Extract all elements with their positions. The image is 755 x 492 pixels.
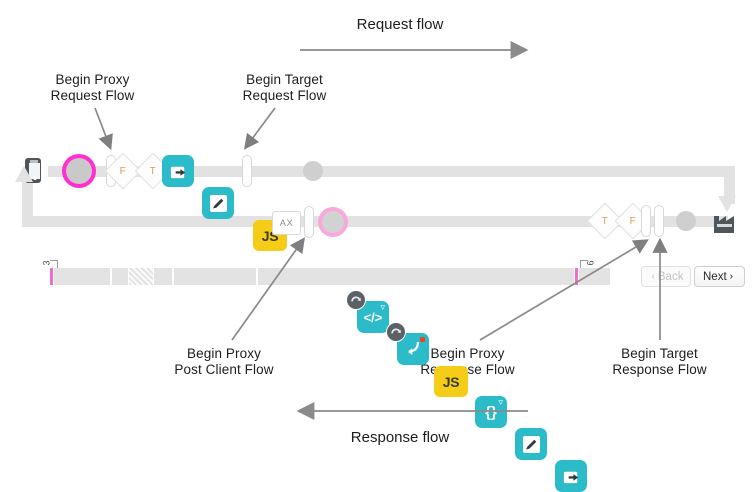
pencil-icon-2	[522, 435, 540, 453]
error-dot-icon	[420, 337, 425, 342]
pencil-icon	[209, 194, 227, 212]
chevron-left-icon: ‹	[651, 271, 655, 282]
timeline-segment[interactable]	[154, 268, 172, 285]
pointer-begin-proxy-response-flow	[479, 239, 649, 341]
down-arrow-accent-icon-2: ▿	[498, 397, 503, 407]
policy-json-icon[interactable]: {} ▿	[475, 396, 507, 428]
response-end-dot[interactable]	[676, 211, 696, 231]
request-pipe	[48, 166, 735, 177]
policy-edit-1-icon[interactable]	[202, 187, 234, 219]
reload-badge-icon-2	[386, 322, 406, 342]
timeline-left-marker: 3	[41, 260, 52, 266]
reload-badge-icon	[346, 290, 366, 310]
timeline-segment[interactable]	[579, 268, 610, 285]
arrow-out-of-box-icon-2	[563, 471, 578, 483]
condition-f-1[interactable]: F	[104, 152, 142, 190]
label-begin-target-response-flow: Begin Target Response Flow	[612, 346, 707, 377]
policy-javascript-2-label: JS	[442, 373, 460, 390]
timeline-left-bracket	[50, 260, 58, 268]
policy-edit-2-icon[interactable]	[515, 428, 547, 460]
back-button-label: Back	[657, 270, 684, 283]
label-begin-proxy-post-client-flow: Begin Proxy Post Client Flow	[174, 346, 274, 377]
post-client-ax-box[interactable]: AX	[272, 211, 301, 235]
timeline-segment[interactable]	[129, 268, 153, 285]
request-start-ring[interactable]	[66, 158, 92, 184]
next-button-label: Next	[703, 270, 727, 283]
policy-flow-callout-icon[interactable]	[386, 322, 429, 365]
down-arrow-accent-icon: ▿	[380, 302, 385, 312]
code-brackets-icon: </>	[363, 309, 383, 325]
response-flow-title: Response flow	[350, 429, 450, 446]
response-pipe-elbow	[22, 178, 33, 222]
timeline-right-bracket	[580, 260, 588, 268]
pointer-begin-proxy-post-client-flow	[231, 237, 305, 341]
pointer-begin-target-request-flow	[243, 107, 276, 150]
policy-code-xml-icon[interactable]: </> ▿	[346, 290, 389, 333]
response-start-ring[interactable]	[322, 211, 344, 233]
target-request-flow-bar[interactable]	[242, 155, 252, 187]
request-flow-title: Request flow	[356, 16, 444, 33]
chevron-right-icon: ›	[729, 271, 733, 282]
proxy-response-flow-bar[interactable]	[641, 205, 651, 237]
timeline-segment[interactable]	[112, 268, 128, 285]
condition-f-2-label: F	[629, 215, 637, 227]
target-server-icon	[711, 208, 741, 234]
timeline-segment[interactable]	[174, 268, 256, 285]
diagram-canvas: Request flow Response flow Begin Proxy R…	[15, 16, 745, 492]
request-end-dot[interactable]	[303, 161, 323, 181]
arrow-out-of-box-icon	[170, 166, 185, 178]
curved-return-arrow-icon	[408, 341, 420, 355]
timeline-segment[interactable]	[258, 268, 574, 285]
curly-braces-icon: {}	[485, 403, 497, 421]
condition-t-1-label: T	[149, 165, 157, 177]
policy-assign-message-1-icon[interactable]	[162, 155, 194, 187]
target-response-flow-bar[interactable]	[654, 205, 664, 237]
next-button[interactable]: Next ›	[694, 266, 745, 287]
proxy-post-client-flow-bar[interactable]	[304, 206, 314, 238]
timeline-segment[interactable]	[575, 268, 578, 285]
back-button[interactable]: ‹ Back	[641, 266, 691, 287]
post-client-ax-label: AX	[272, 211, 301, 235]
response-pipe	[22, 216, 728, 227]
pointer-begin-proxy-request-flow	[94, 107, 113, 151]
timeline-segment[interactable]	[54, 268, 110, 285]
client-device-icon	[25, 158, 41, 183]
label-begin-target-request-flow: Begin Target Request Flow	[242, 72, 327, 103]
request-pipe-elbow	[724, 166, 735, 204]
label-begin-proxy-request-flow: Begin Proxy Request Flow	[50, 72, 135, 103]
policy-assign-message-2-icon[interactable]	[555, 460, 587, 492]
condition-t-2-label: T	[601, 215, 609, 227]
trace-timeline[interactable]	[50, 268, 610, 285]
timeline-right-marker: 6	[585, 260, 596, 266]
policy-javascript-2[interactable]: JS	[434, 366, 468, 397]
timeline-segment[interactable]	[50, 268, 53, 285]
condition-f-1-label: F	[119, 165, 127, 177]
